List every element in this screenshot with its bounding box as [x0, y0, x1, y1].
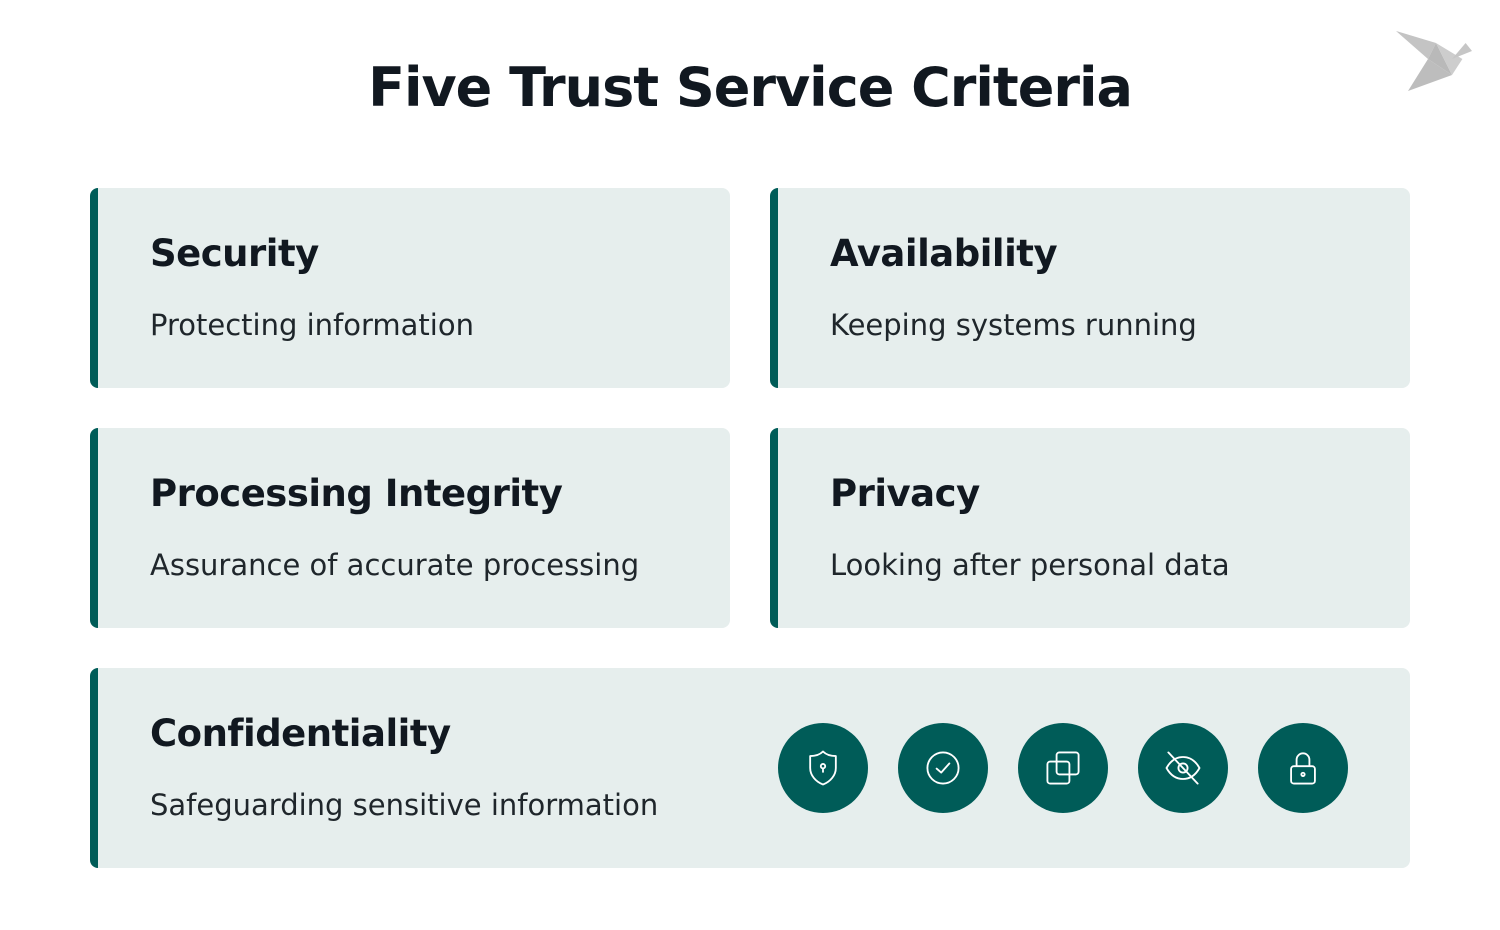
icon-row	[778, 723, 1348, 813]
criterion-card-availability: Availability Keeping systems running	[770, 188, 1410, 388]
criterion-title: Processing Integrity	[150, 472, 563, 515]
check-circle-icon	[898, 723, 988, 813]
criterion-description: Keeping systems running	[830, 308, 1197, 342]
overlapping-squares-icon	[1018, 723, 1108, 813]
origami-bird-logo-icon	[1396, 31, 1472, 91]
criterion-card-privacy: Privacy Looking after personal data	[770, 428, 1410, 628]
criterion-description: Protecting information	[150, 308, 474, 342]
criterion-description: Assurance of accurate processing	[150, 548, 640, 582]
criterion-card-security: Security Protecting information	[90, 188, 730, 388]
page-title: Five Trust Service Criteria	[368, 56, 1133, 119]
criterion-card-confidentiality: Confidentiality Safeguarding sensitive i…	[90, 668, 1410, 868]
criterion-title: Availability	[830, 232, 1058, 275]
criterion-description: Safeguarding sensitive information	[150, 788, 659, 822]
criterion-description: Looking after personal data	[830, 548, 1230, 582]
criterion-title: Privacy	[830, 472, 980, 515]
padlock-icon	[1258, 723, 1348, 813]
criterion-card-processing-integrity: Processing Integrity Assurance of accura…	[90, 428, 730, 628]
eye-off-icon	[1138, 723, 1228, 813]
shield-keyhole-icon	[778, 723, 868, 813]
criterion-title: Security	[150, 232, 319, 275]
criterion-title: Confidentiality	[150, 712, 451, 755]
